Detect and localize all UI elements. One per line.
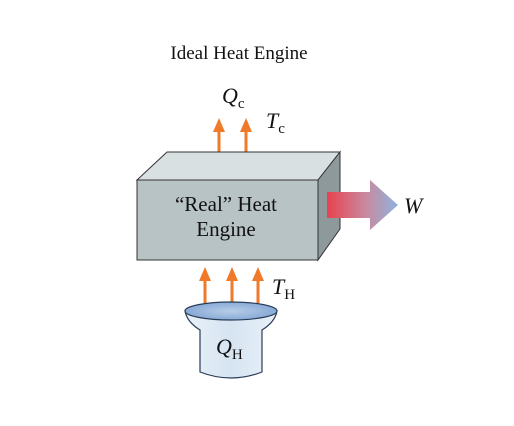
engine-label-line2: Engine <box>196 217 255 241</box>
work-label: W <box>404 193 424 218</box>
cold-temp-symbol: T <box>266 108 280 133</box>
cold-temperature-label: Tc <box>266 108 285 137</box>
hot-temp-subscript: H <box>284 287 295 303</box>
cold-temp-subscript: c <box>278 121 285 137</box>
cold-heat-subscript: c <box>238 96 245 112</box>
engine-box-front <box>136 179 319 261</box>
engine-label-line1: “Real” Heat <box>175 192 277 216</box>
hot-reservoir: QH <box>184 301 278 379</box>
hot-heat-label: QH <box>216 334 243 363</box>
reservoir-top <box>184 301 278 321</box>
engine-box: “Real” Heat Engine <box>135 150 342 262</box>
diagram-title: Ideal Heat Engine <box>170 43 307 64</box>
hot-temperature-label: TH <box>272 274 295 303</box>
cold-heat-label: Qc <box>222 83 245 112</box>
hot-heat-subscript: H <box>232 347 243 363</box>
work-arrow <box>327 180 398 230</box>
hot-temp-symbol: T <box>272 274 286 299</box>
hot-heat-symbol: Q <box>216 334 232 359</box>
cold-heat-symbol: Q <box>222 83 238 108</box>
engine-box-top <box>135 151 342 181</box>
reservoir-body <box>184 310 278 379</box>
